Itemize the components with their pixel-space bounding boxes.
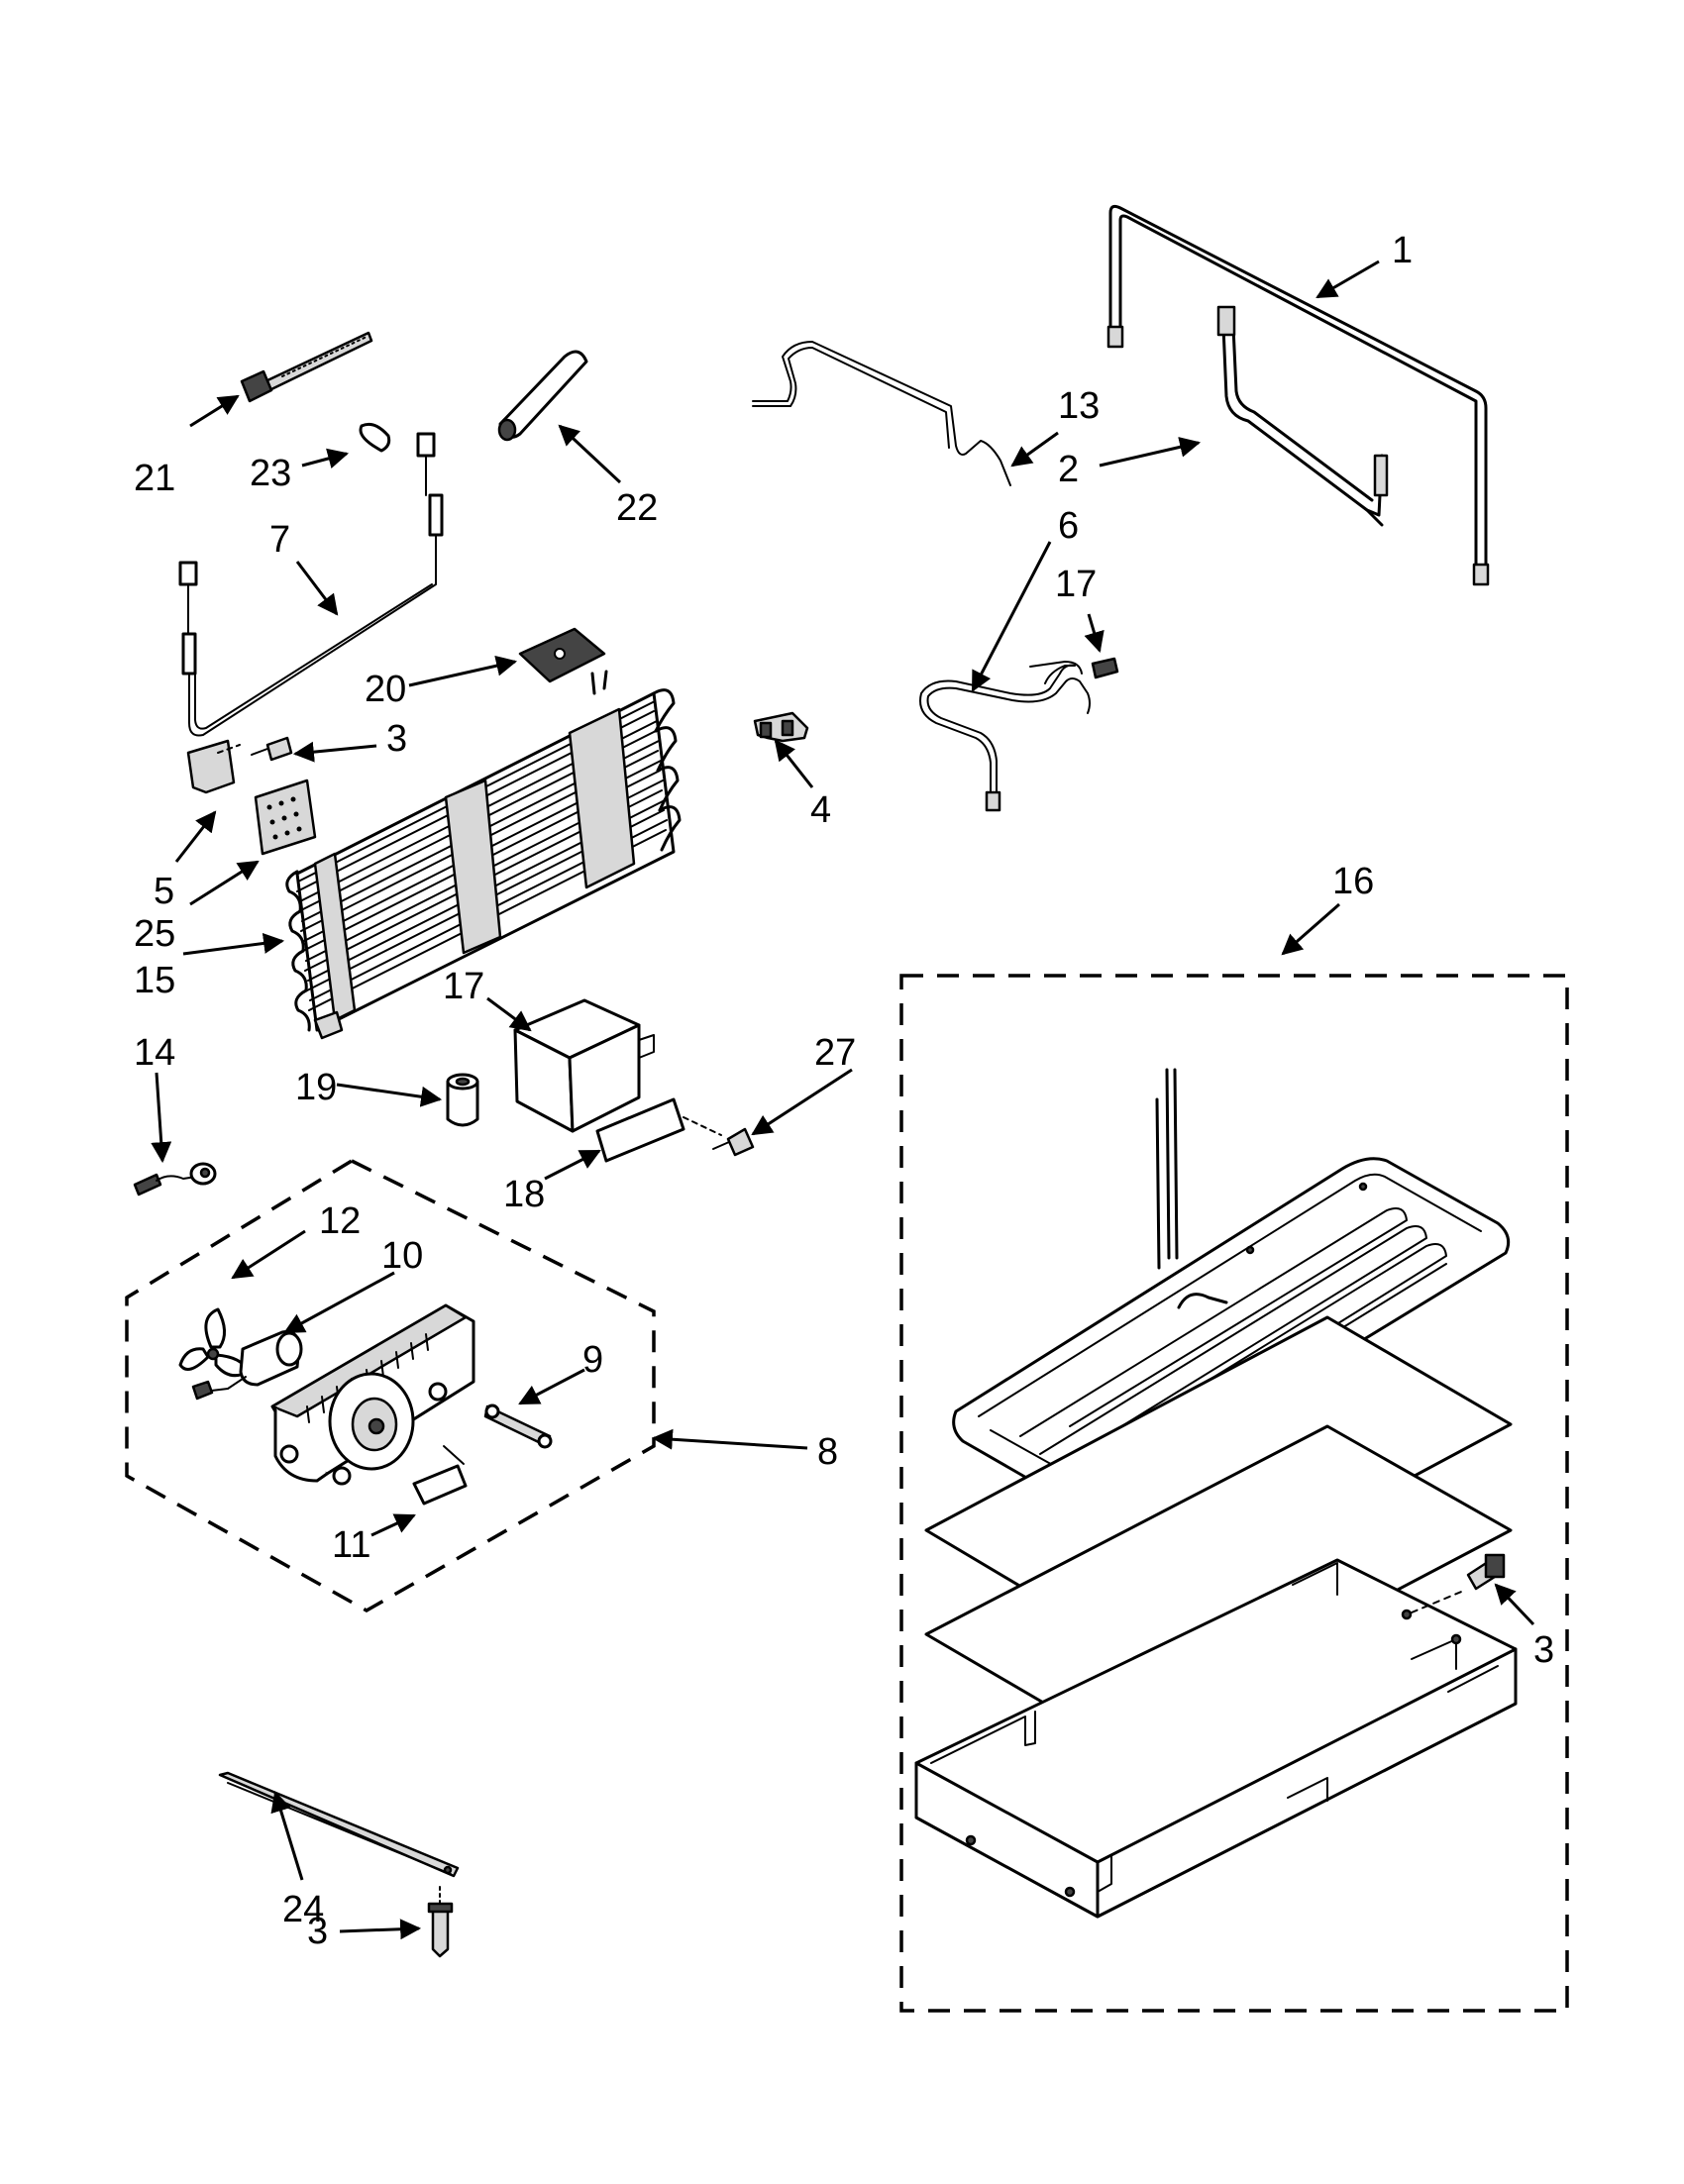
part-24-rail bbox=[218, 1771, 460, 1878]
callout-9: 9 bbox=[582, 1339, 603, 1381]
part-20-pad bbox=[518, 627, 606, 683]
part-23-clip bbox=[359, 422, 391, 453]
callout-5: 5 bbox=[154, 871, 174, 912]
part-11-clip bbox=[412, 1445, 468, 1506]
part-7-wire-harness bbox=[178, 432, 444, 737]
callout-12: 12 bbox=[319, 1200, 361, 1242]
part-3-screw-upper bbox=[251, 736, 293, 762]
part-16-heater-leads bbox=[1155, 1068, 1179, 1270]
callout-7: 7 bbox=[269, 519, 290, 561]
leader-lines bbox=[151, 260, 1535, 1940]
part-6-tube bbox=[919, 661, 1091, 812]
callout-24: 24 bbox=[282, 1889, 324, 1930]
callout-8: 8 bbox=[817, 1431, 838, 1473]
part-22-insulation bbox=[497, 350, 588, 442]
callout-14: 14 bbox=[134, 1032, 175, 1074]
part-18-plate bbox=[595, 1097, 722, 1163]
part-16-drain-tray bbox=[952, 1157, 1511, 1508]
callout-17-lower: 17 bbox=[443, 966, 484, 1007]
callout-18: 18 bbox=[503, 1174, 545, 1215]
callout-3-upper: 3 bbox=[386, 718, 407, 760]
part-27-screw bbox=[712, 1127, 755, 1157]
part-9-bracket bbox=[483, 1404, 553, 1449]
part-5-bracket bbox=[186, 739, 241, 794]
part-10-fan-motor bbox=[191, 1330, 303, 1401]
part-8-fan-housing bbox=[270, 1303, 475, 1486]
part-4-clip bbox=[753, 711, 809, 743]
part-1-tube bbox=[1106, 204, 1490, 586]
part-15-evaporator bbox=[285, 670, 682, 1040]
part-16-group-outline bbox=[899, 974, 1569, 2013]
callout-22: 22 bbox=[616, 487, 658, 529]
callout-10: 10 bbox=[381, 1235, 423, 1277]
part-17-clip bbox=[1091, 657, 1119, 679]
callout-25: 25 bbox=[134, 913, 175, 955]
callout-1: 1 bbox=[1392, 230, 1413, 271]
callout-4: 4 bbox=[810, 789, 831, 831]
callout-20: 20 bbox=[365, 669, 406, 710]
callout-2: 2 bbox=[1058, 449, 1079, 490]
part-25-pad bbox=[254, 779, 317, 856]
part-14-sensor bbox=[133, 1162, 217, 1196]
part-3-screw-pan bbox=[1466, 1553, 1506, 1591]
part-2-tube bbox=[1216, 305, 1389, 527]
part-16-pan-housing bbox=[914, 1558, 1518, 1919]
callout-16: 16 bbox=[1332, 861, 1374, 902]
callout-13: 13 bbox=[1058, 385, 1100, 427]
callout-17-upper: 17 bbox=[1055, 564, 1097, 605]
part-21-cable-tie bbox=[240, 331, 373, 403]
part-13-tube bbox=[752, 341, 1011, 486]
callout-3-lower: 3 bbox=[307, 1911, 328, 1952]
callout-23: 23 bbox=[250, 453, 291, 494]
callout-19: 19 bbox=[295, 1067, 337, 1108]
part-12-fan-blade bbox=[178, 1307, 250, 1378]
callout-27: 27 bbox=[814, 1032, 856, 1074]
callout-labels: 1 2 13 6 17 4 21 23 22 7 20 3 5 25 15 17… bbox=[134, 230, 1554, 1952]
part-3-screw-lower bbox=[427, 1886, 454, 1958]
part-8-group-outline bbox=[125, 1159, 656, 1613]
part-17-cover bbox=[513, 998, 655, 1133]
callout-21: 21 bbox=[134, 458, 175, 499]
callout-3-pan: 3 bbox=[1533, 1629, 1554, 1671]
callout-15: 15 bbox=[134, 960, 175, 1001]
callout-6: 6 bbox=[1058, 505, 1079, 547]
callout-11: 11 bbox=[332, 1524, 370, 1566]
part-19-cylinder bbox=[446, 1073, 479, 1127]
